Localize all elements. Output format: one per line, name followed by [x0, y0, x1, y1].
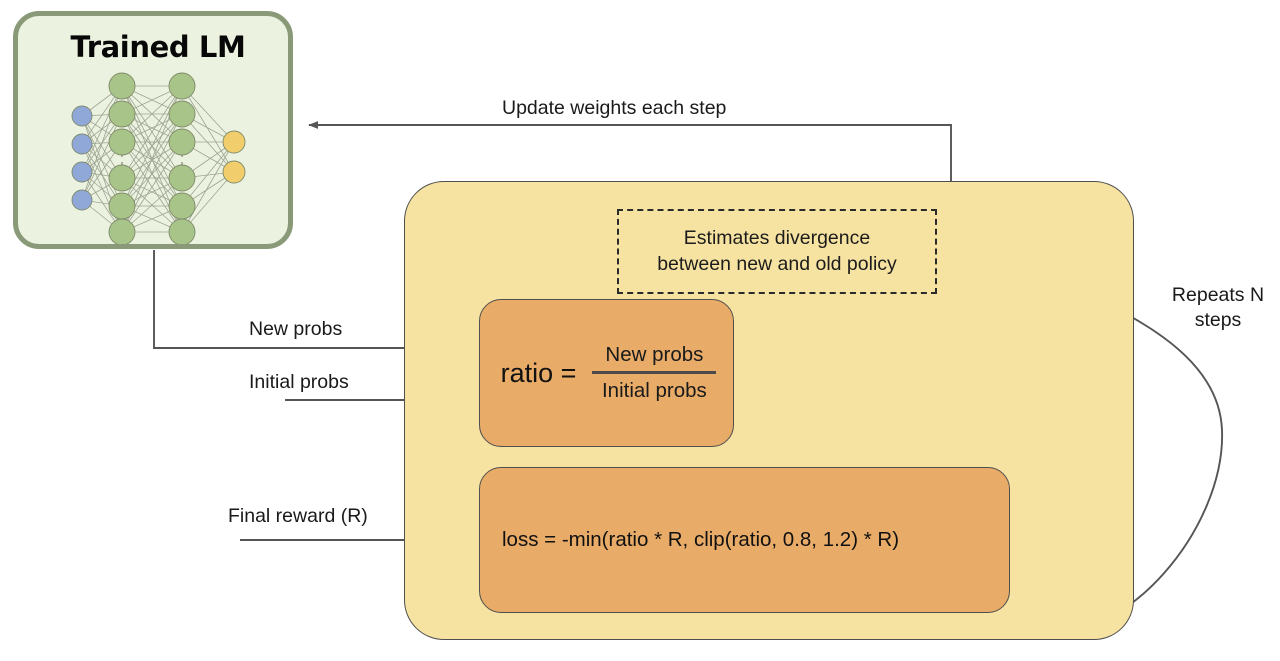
page-title: Trained LM: [70, 30, 246, 64]
label-new-probs: New probs: [249, 318, 343, 340]
label-final-reward: Final reward (R): [228, 505, 368, 527]
trained-lm-card: Trained LM: [13, 11, 293, 249]
ratio-label: ratio =: [500, 357, 577, 388]
neural-network-icon: [66, 72, 252, 246]
fraction-bar: [592, 371, 717, 374]
loss-box: loss = -min(ratio * R, clip(ratio, 0.8, …: [479, 467, 1010, 613]
divergence-note-line2: between new and old policy: [657, 252, 897, 275]
fraction-numerator: New probs: [605, 343, 704, 366]
loss-formula: loss = -min(ratio * R, clip(ratio, 0.8, …: [502, 528, 900, 551]
ratio-fraction: New probs Initial probs: [592, 343, 717, 403]
fraction-denominator: Initial probs: [601, 379, 707, 402]
divergence-note-line1: Estimates divergence: [683, 227, 871, 250]
connector-new-probs: [153, 250, 480, 352]
label-update-weights: Update weights each step: [502, 97, 727, 119]
label-initial-probs: Initial probs: [249, 371, 349, 393]
divergence-note: Estimates divergence between new and old…: [617, 209, 937, 294]
label-repeats-n-steps: Repeats N steps: [1171, 284, 1265, 331]
ratio-box: ratio = New probs Initial probs: [479, 299, 734, 447]
